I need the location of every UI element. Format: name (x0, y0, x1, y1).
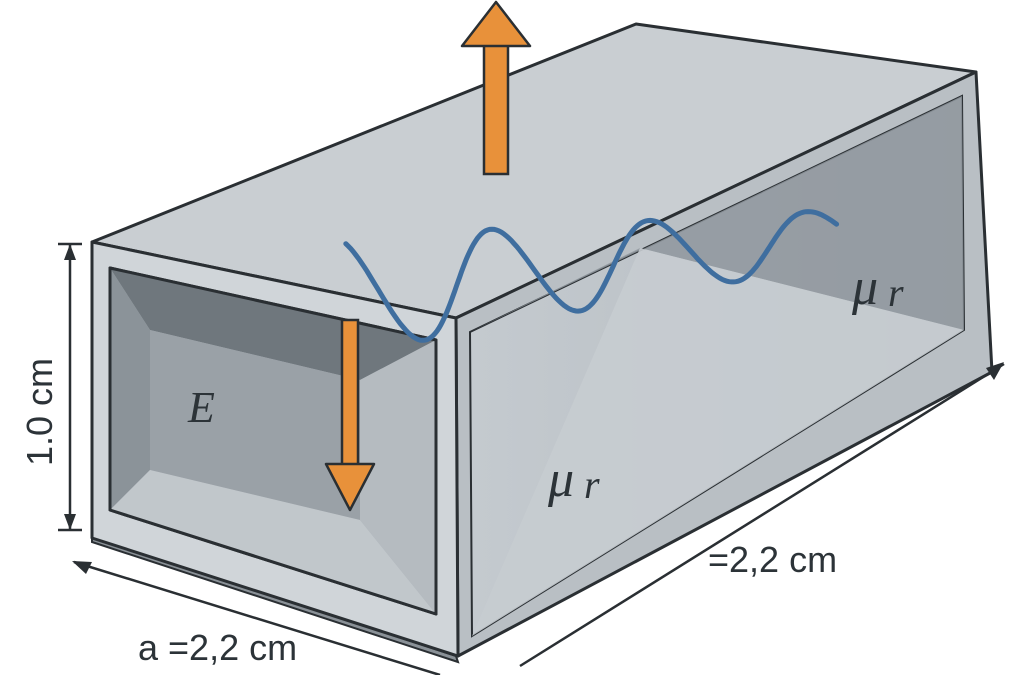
side-window-floor (472, 248, 964, 636)
mu-subscript-front: r (584, 462, 600, 507)
wave-curve (343, 209, 840, 343)
arrow-down-icon (324, 318, 376, 512)
opening-inner-back (150, 330, 360, 520)
permeability-front-label: μ r (547, 451, 600, 508)
arrow-up-icon (460, 0, 532, 176)
opening-inner-right (360, 340, 436, 614)
height-dimension (58, 242, 82, 532)
opening-inner-floor (110, 470, 436, 614)
mu-subscript-back: r (888, 270, 904, 315)
opening-inner-left (110, 268, 150, 510)
permeability-back-label: μ r (851, 259, 904, 316)
field-symbol: E (187, 383, 215, 432)
width-label: a =2,2 cm (138, 627, 297, 668)
mu-symbol-back: μ (851, 259, 878, 316)
width-dimension (72, 560, 441, 675)
side-window-shadow (470, 96, 964, 332)
waveguide-box (90, 22, 994, 664)
length-dimension (519, 362, 1005, 668)
length-label: =2,2 cm (708, 539, 837, 580)
mu-symbol-front: μ (547, 451, 574, 508)
height-label: 1.0 cm (19, 358, 60, 466)
